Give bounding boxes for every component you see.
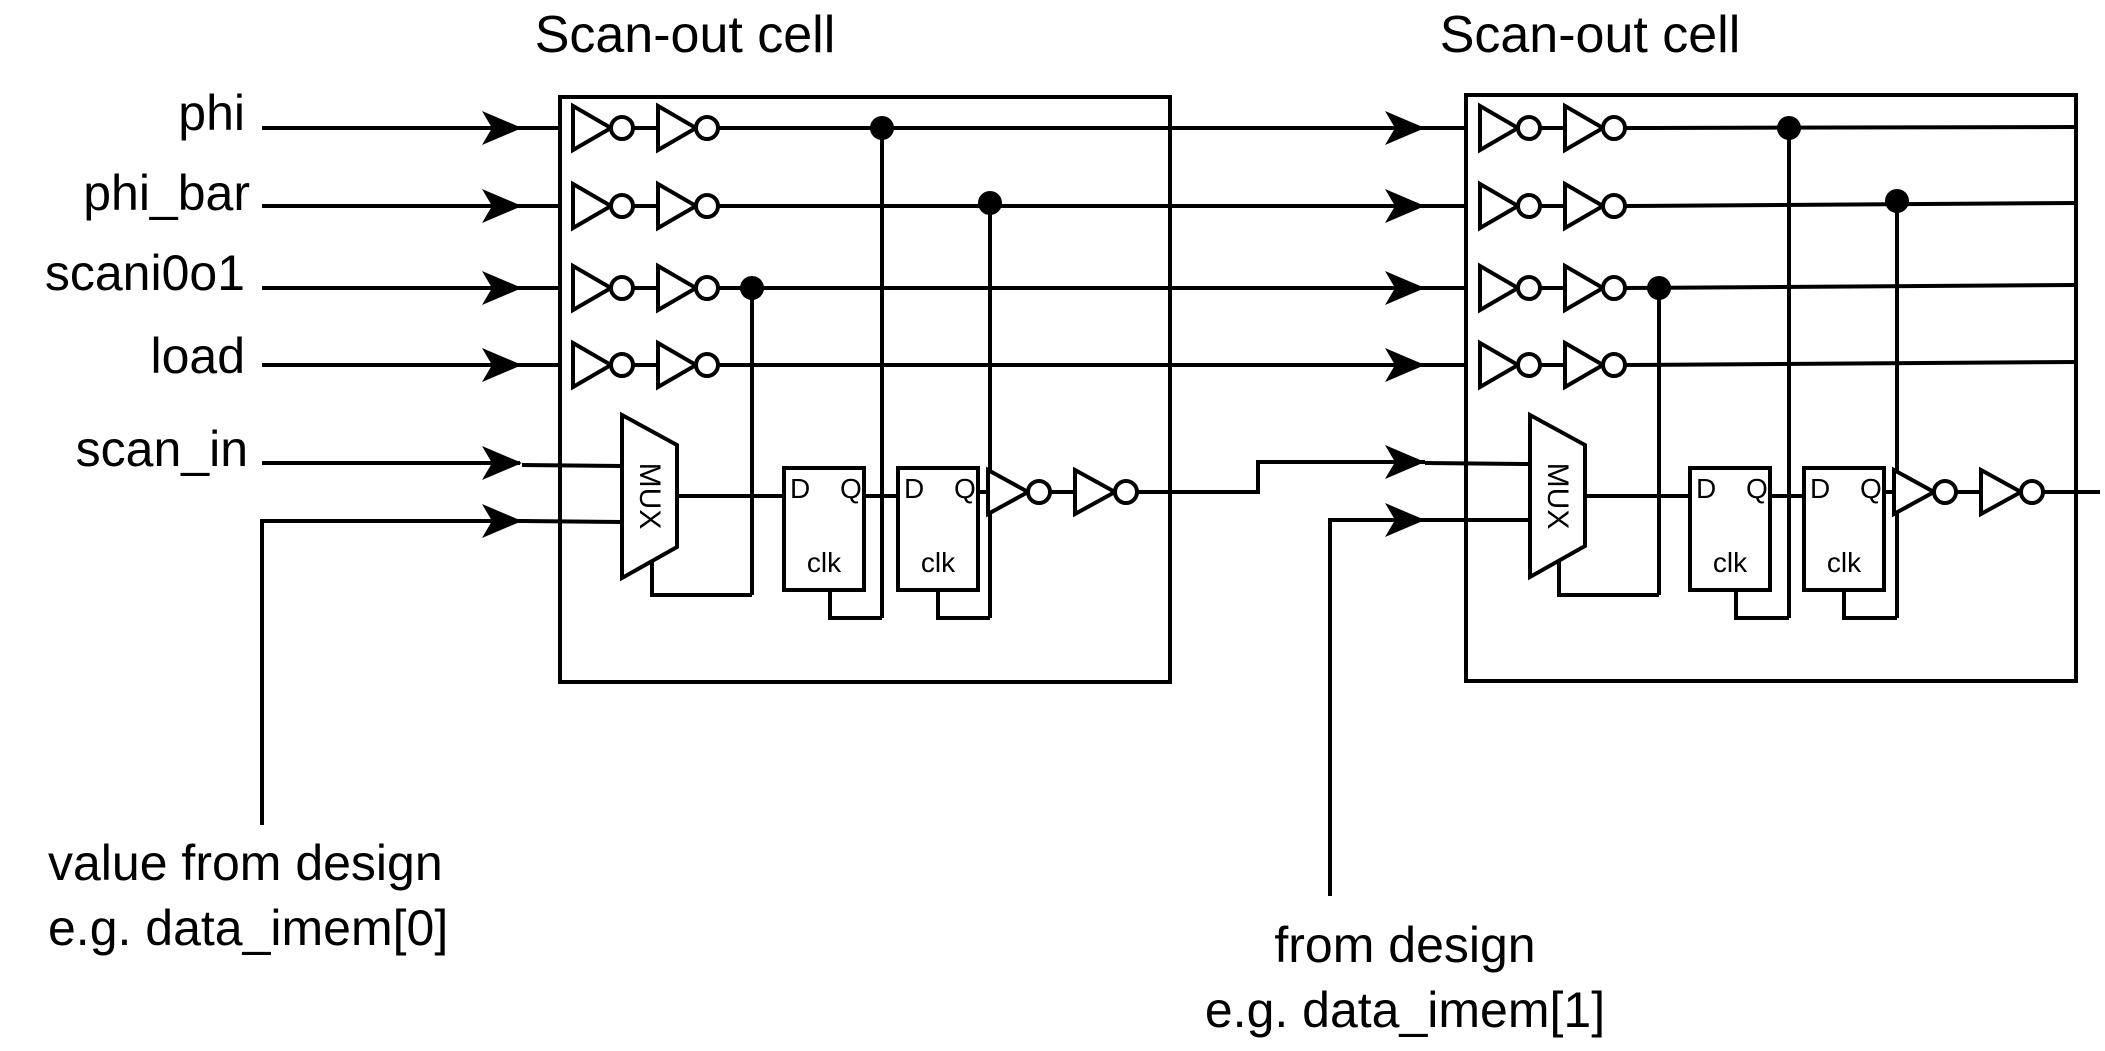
cell-2-ff1-clk: clk [1713,547,1748,578]
cell-2-output-inverters [1882,468,2045,516]
design-value-label-0-line1: value from design [48,835,443,891]
cell-1-ff2-d: D [904,473,924,504]
cell-2-mux: MUX [1528,411,1587,581]
design-value-label-0-line2: e.g. data_imem[0] [48,900,448,956]
cell-1-output-inverters [976,468,1139,516]
cell-2-buffer-scani0o1 [1478,264,1627,312]
signal-label-phi-bar: phi_bar [83,165,250,221]
signal-label-scani0o1: scani0o1 [45,245,245,301]
cell-1-buffer-scani0o1 [571,264,720,312]
design-input-wire-cell2 [1328,518,1425,896]
cell-1-ff1-q: Q [840,473,862,504]
cell-1-ff2-q: Q [954,473,976,504]
cell-2-mux-label: MUX [1541,463,1574,530]
chain-wire-cell1-to-cell2 [1137,460,1425,494]
cell-2-buffer-phi [1478,104,1627,152]
cell-1-mux-label: MUX [633,463,666,530]
scan-out-cell-2: Scan-out cell MUX D Q clk D [1440,6,2100,683]
cell-1-mux: MUX [620,411,679,582]
cell-1-buffer-phi-bar [571,182,720,230]
cell-1-ff2-clk: clk [921,547,956,578]
cell-1-box [558,95,1172,684]
cell-2-flip-flop-1: D Q clk [1688,466,1772,592]
cell-1-title: Scan-out cell [535,6,836,64]
cell-2-box [1464,93,2078,683]
pass-through-wires [718,111,1466,382]
scan-out-cell-1: Scan-out cell MUX D Q clk D [535,6,1172,684]
cell-2-ff1-q: Q [1746,473,1768,504]
cell-2-title: Scan-out cell [1440,6,1741,64]
cell-1-flip-flop-2: D Q clk [896,466,980,592]
signal-label-phi: phi [178,85,245,141]
signal-label-scan-in: scan_in [76,421,248,477]
cell-2-ff1-d: D [1696,473,1716,504]
cell-1-buffer-phi [571,104,720,152]
cell-2-flip-flop-2: D Q clk [1802,466,1886,592]
signal-label-load: load [150,328,245,384]
cell-2-ff2-d: D [1810,473,1830,504]
cell-2-ff2-clk: clk [1827,547,1862,578]
cell-1-ff1-d: D [790,473,810,504]
cell-2-buffer-phi-bar [1478,182,1627,230]
design-value-label-1-line2: e.g. data_imem[1] [1205,982,1605,1038]
cell-1-flip-flop-1: D Q clk [782,466,866,592]
cell-2-ff2-q: Q [1860,473,1882,504]
cell-1-ff1-clk: clk [807,547,842,578]
cell-1-buffer-load [571,341,720,389]
design-value-label-1-line1: from design [1274,917,1535,973]
cell-2-buffer-load [1478,341,1627,389]
input-wires-left [260,111,623,825]
